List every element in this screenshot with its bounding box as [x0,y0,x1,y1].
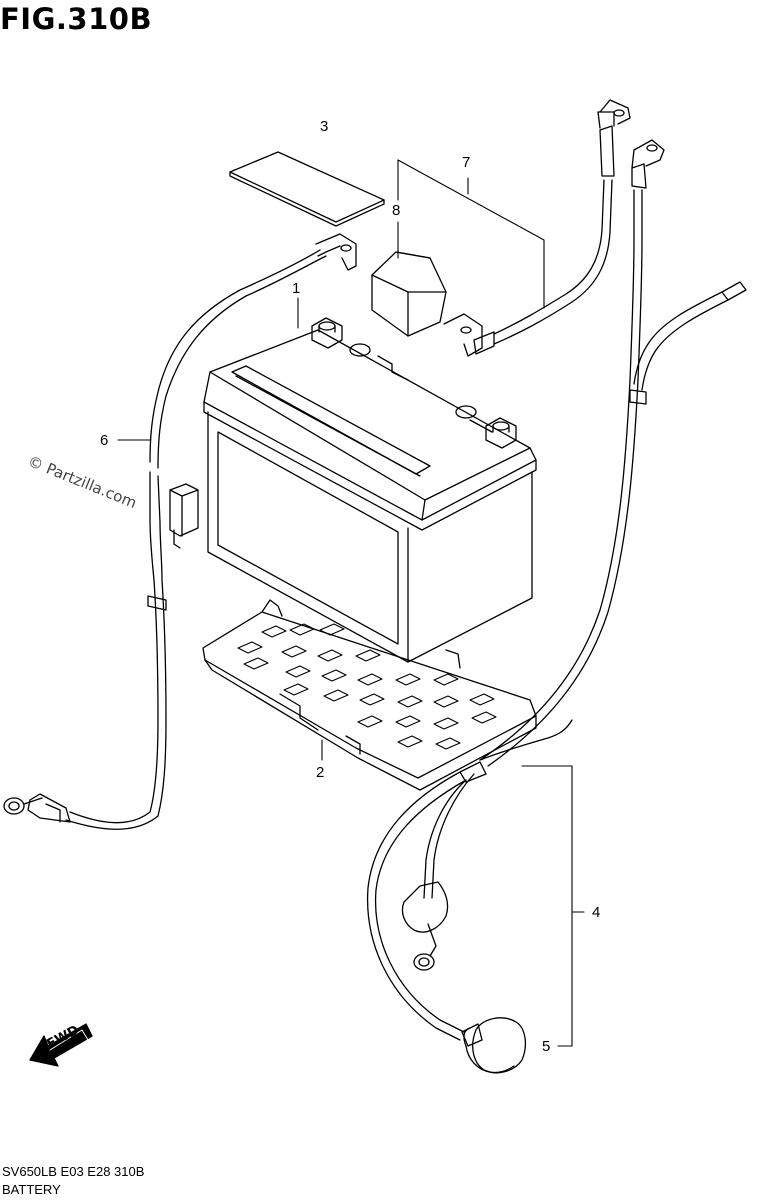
part-7-positive-cable[interactable] [443,99,631,357]
callout-5: 5 [542,1038,551,1055]
figure-title: FIG.310B [0,2,153,36]
part-2-battery-tray[interactable] [202,599,537,791]
part-1-battery[interactable] [203,317,537,663]
leader-lines [117,159,585,1047]
callout-8: 8 [392,202,401,219]
footer-name: BATTERY [2,1182,61,1197]
part-8-terminal-cover[interactable] [371,251,447,337]
part-4-lead-wire[interactable] [366,139,747,1041]
callout-2: 2 [316,764,325,781]
callout-4: 4 [592,904,601,921]
footer-code: SV650LB E03 E28 310B [2,1164,145,1179]
callout-3: 3 [320,118,329,135]
part-6-negative-cable[interactable] [3,233,357,830]
callout-7: 7 [462,154,471,171]
part-3-battery-pad[interactable] [229,151,385,227]
fwd-arrow-icon [29,1023,93,1067]
part-5-cap[interactable] [461,1017,527,1074]
callout-1: 1 [292,280,301,297]
callout-6: 6 [100,432,109,449]
